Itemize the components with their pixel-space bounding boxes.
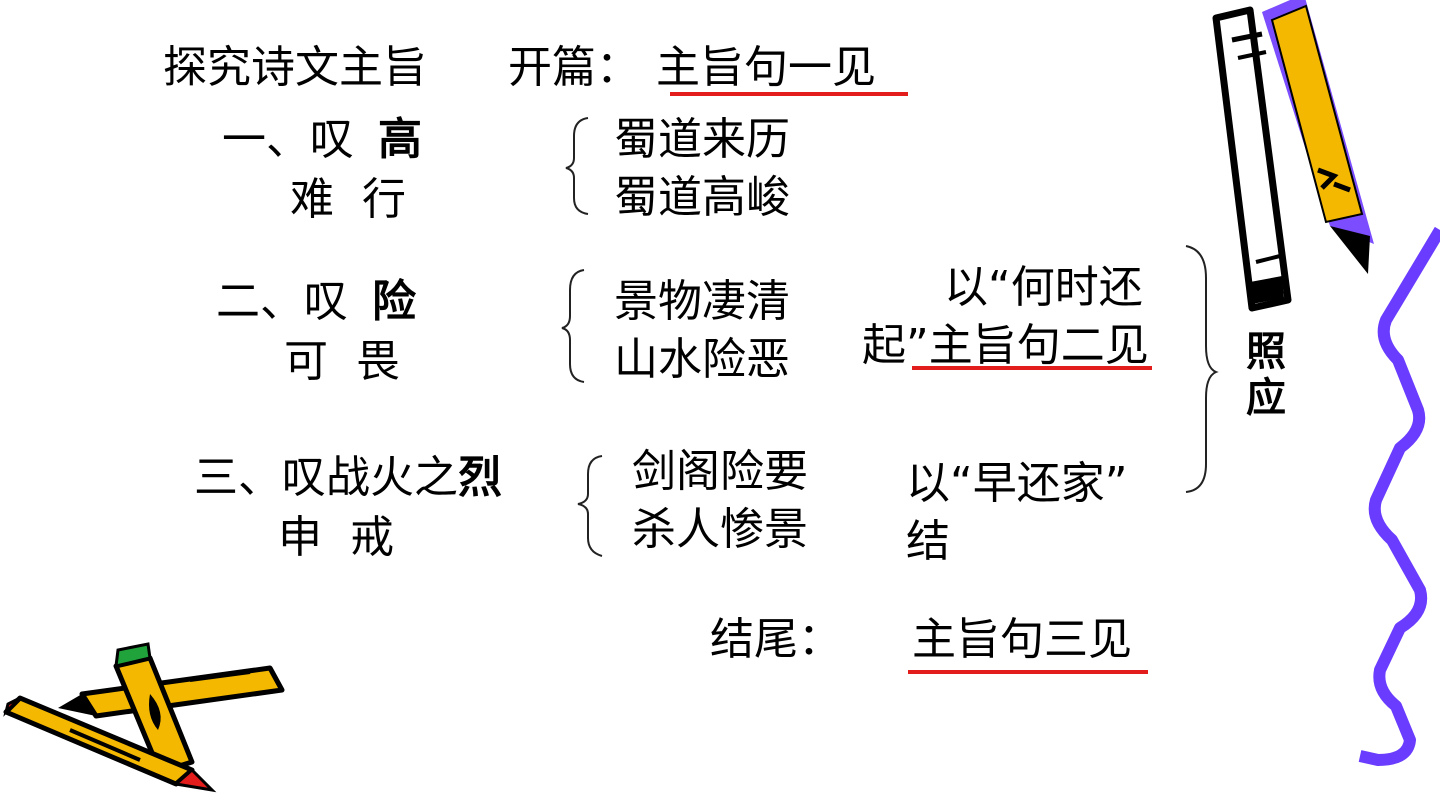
section2-note-line1: 以“何时还: [944, 262, 1143, 313]
brace-echo-icon: [1185, 245, 1219, 493]
section2-heading-prefix: 二、叹: [216, 276, 348, 327]
crossed-pencils-icon: [3, 642, 285, 793]
section1-subtitle: 难 行: [290, 174, 406, 225]
ending-underline: [908, 670, 1148, 674]
section3-point-2: 杀人惨景: [632, 504, 808, 555]
section2-subtitle: 可 畏: [284, 336, 400, 387]
ending-key-phrase: 主旨句三见: [912, 614, 1132, 665]
section2-heading: 二、叹 险: [216, 280, 416, 324]
side-label-char-2: 应: [1246, 375, 1286, 421]
section2-heading-key: 险: [372, 276, 416, 327]
purple-squiggle-icon: [1358, 226, 1440, 766]
ending-label: 结尾：: [710, 614, 842, 665]
section1-point-1: 蜀道来历: [614, 114, 790, 165]
section3-note-line1: 以“早还家”: [906, 458, 1128, 509]
section3-heading-prefix: 三、叹战火之: [194, 452, 458, 503]
opening-label: 开篇：: [508, 42, 640, 93]
section3-heading: 三、叹战火之烈: [194, 456, 502, 500]
brace-section3-icon: [577, 455, 603, 557]
section3-subtitle: 申 戒: [278, 512, 394, 563]
section3-note-line2: 结: [906, 516, 950, 567]
opening-underline: [670, 92, 908, 96]
section2-note-key-phrase: 主旨句二见: [928, 320, 1149, 371]
section1-point-2: 蜀道高峻: [614, 172, 790, 223]
section3-point-1: 剑阁险要: [632, 446, 808, 497]
section2-note-prefix: 起”: [862, 320, 929, 371]
page-title: 探究诗文主旨: [163, 42, 427, 93]
section2-point-2: 山水险恶: [614, 334, 790, 385]
section2-note-underline: [912, 366, 1152, 370]
pen-outline-icon: [1212, 6, 1292, 312]
side-label-char-1: 照: [1246, 329, 1286, 375]
brace-section1-icon: [565, 117, 589, 215]
section2-note-line2: 起”主旨句二见: [862, 324, 1149, 368]
section1-heading: 一、叹 高: [222, 118, 422, 162]
opening-key-phrase: 主旨句一见: [656, 42, 876, 93]
brace-section2-icon: [561, 269, 585, 383]
section1-heading-key: 高: [378, 114, 422, 165]
section2-point-1: 景物凄清: [614, 276, 790, 327]
section1-heading-prefix: 一、叹: [222, 114, 354, 165]
yellow-pen-icon: [1262, 0, 1374, 274]
section3-heading-key: 烈: [458, 452, 502, 503]
